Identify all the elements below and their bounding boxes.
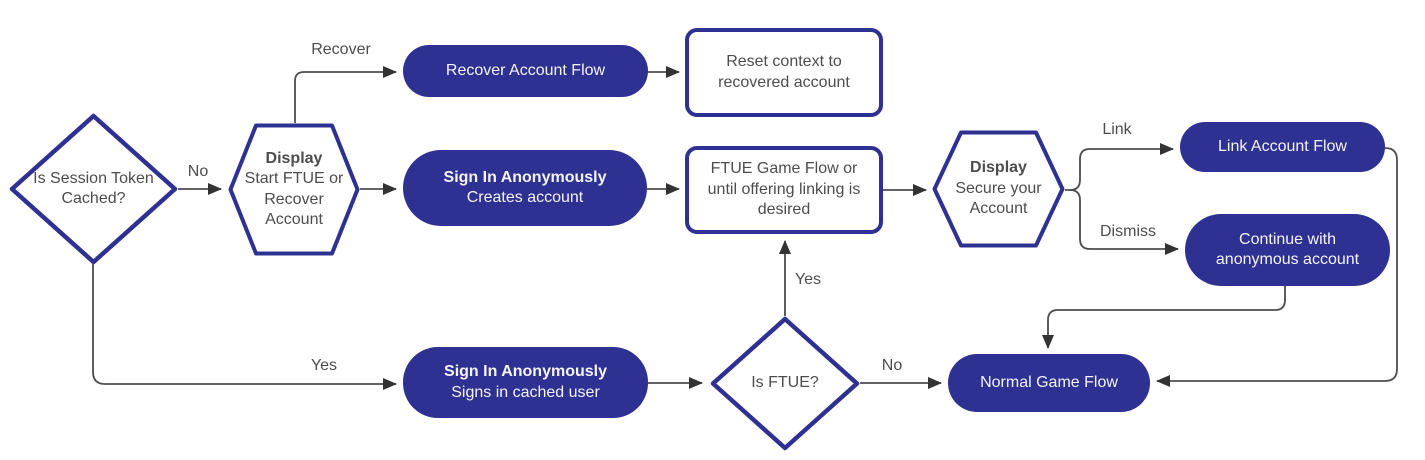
- edge-label-no-session: No: [185, 163, 211, 181]
- node-title: Display: [265, 149, 323, 167]
- node-recover-flow: Recover Account Flow: [403, 45, 648, 97]
- node-label: Is FTUE?: [751, 374, 819, 392]
- node-continue-anon: Continue with anonymous account: [1185, 214, 1390, 286]
- node-title: Sign In Anonymously: [444, 363, 607, 381]
- edge-label-link: Link: [1100, 121, 1134, 139]
- node-ftue-check: Is FTUE?: [710, 316, 860, 451]
- node-body: Secure your Account: [955, 179, 1042, 218]
- edge-recover: [294, 66, 397, 123]
- node-session-check: Is Session Token Cached?: [9, 113, 178, 265]
- edge-label-yes-ftue: Yes: [792, 271, 824, 289]
- node-display-secure: Display Secure your Account: [932, 130, 1065, 248]
- node-label: Continue with anonymous account: [1215, 230, 1360, 268]
- edge-link-branch: [1065, 143, 1174, 191]
- edge-label-dismiss: Dismiss: [1098, 223, 1158, 241]
- display-hexagon-shape: [228, 123, 360, 256]
- edge-continue-to-normal: [1042, 286, 1286, 349]
- decision-diamond-shape: [710, 316, 860, 451]
- node-title: Display: [970, 159, 1027, 177]
- edge-link-to-normal: [1156, 147, 1398, 387]
- node-label: Reset context to recovered account: [718, 53, 850, 91]
- node-display-start: Display Start FTUE or Recover Account: [228, 123, 360, 256]
- node-body: Creates account: [466, 189, 584, 206]
- node-label: FTUE Game Flow or until offering linking…: [707, 160, 861, 219]
- edge-label-no-ftue: No: [879, 357, 905, 375]
- node-label: Is Session Token Cached?: [33, 169, 154, 207]
- node-label: Recover Account Flow: [445, 61, 606, 79]
- node-body: Start FTUE or Recover Account: [244, 170, 344, 228]
- decision-diamond-shape: [9, 113, 178, 265]
- node-title: Sign In Anonymously: [443, 168, 607, 186]
- node-signin-cached: Sign In Anonymously Signs in cached user: [403, 347, 648, 418]
- edge-label-yes-session: Yes: [308, 357, 340, 375]
- display-hexagon-shape: [932, 130, 1065, 248]
- node-link-flow: Link Account Flow: [1180, 122, 1385, 172]
- node-ftue-game: FTUE Game Flow or until offering linking…: [685, 146, 883, 234]
- edge-label-recover: Recover: [309, 41, 373, 59]
- node-signin-creates: Sign In Anonymously Creates account: [403, 150, 647, 226]
- node-label: Normal Game Flow: [980, 373, 1118, 391]
- node-reset-context: Reset context to recovered account: [685, 28, 883, 117]
- edge-yes-session: [92, 264, 397, 390]
- node-normal-game: Normal Game Flow: [948, 354, 1150, 412]
- node-body: Signs in cached user: [451, 383, 600, 401]
- node-label: Link Account Flow: [1218, 137, 1347, 155]
- edge-dismiss-branch: [1069, 189, 1179, 255]
